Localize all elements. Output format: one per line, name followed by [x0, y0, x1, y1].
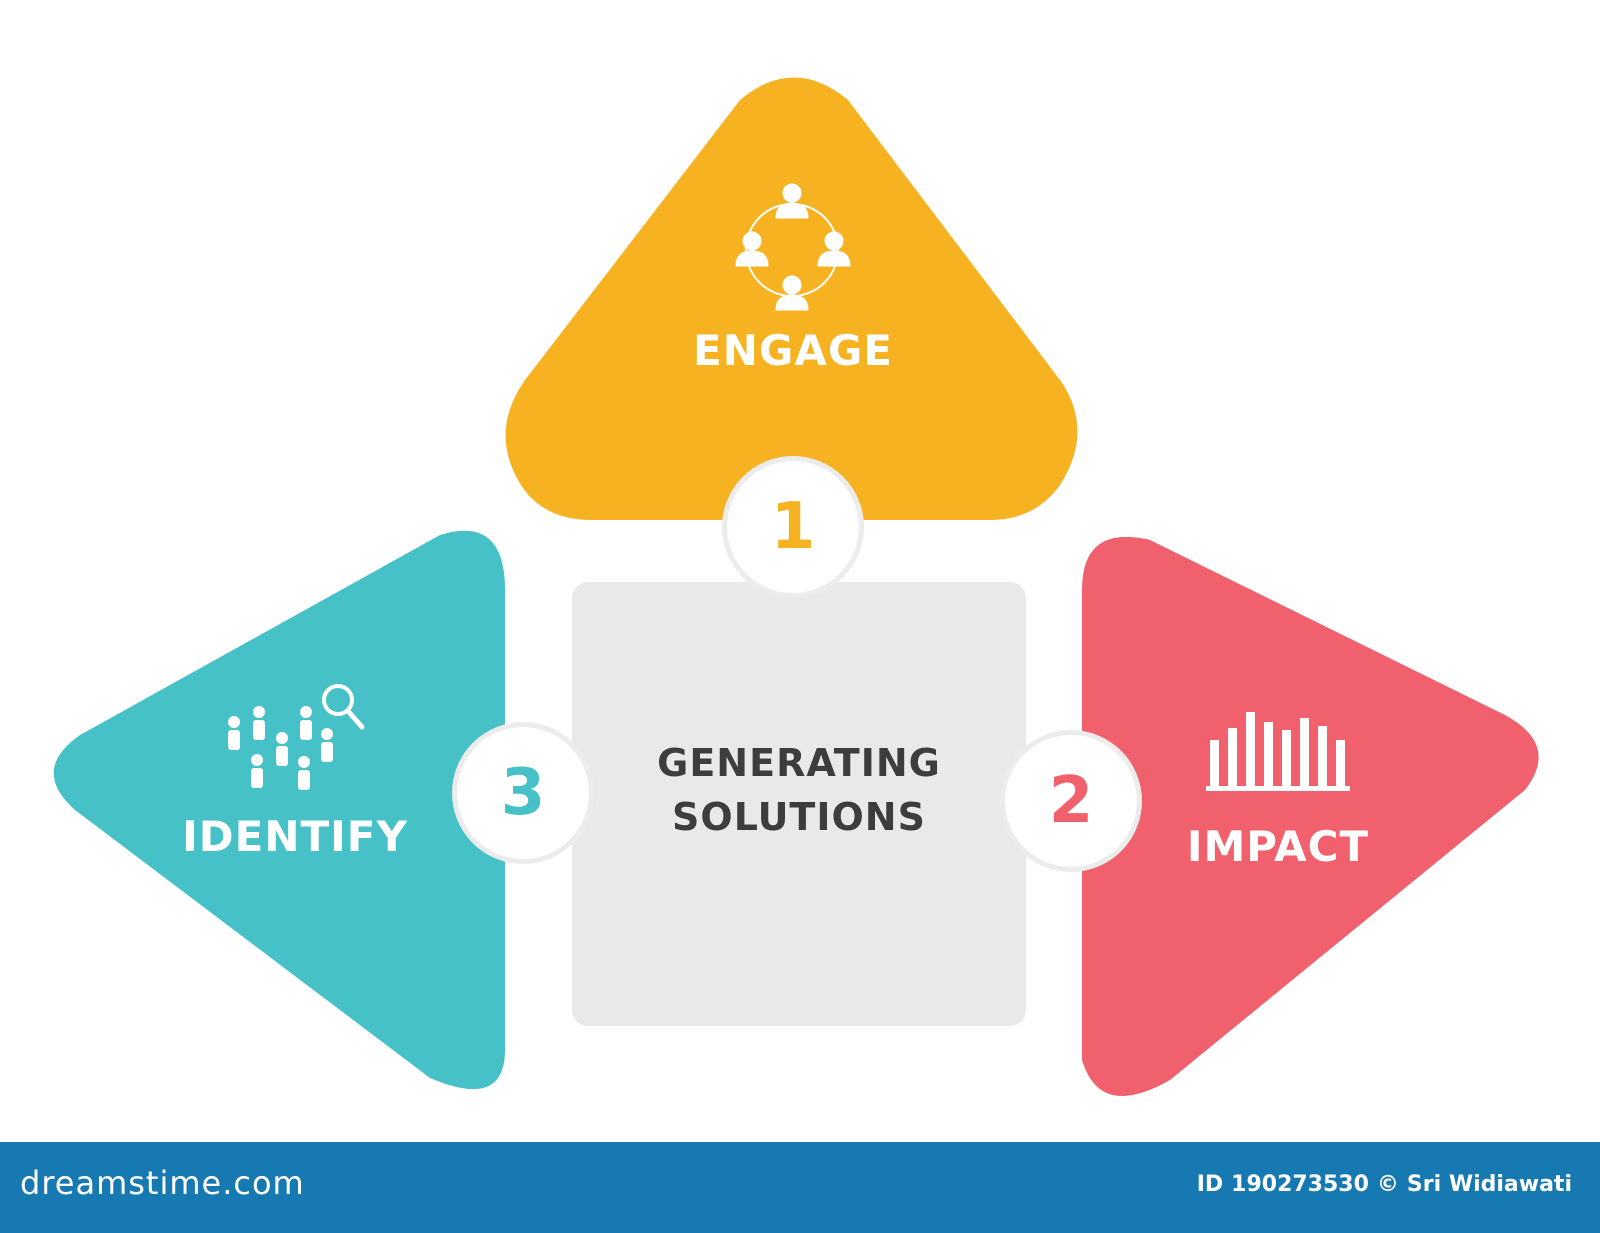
crowd-search-icon	[228, 684, 365, 790]
step-number-1: 1	[722, 456, 864, 598]
identify-label: IDENTIFY	[182, 812, 408, 861]
footer-bar: dreamstime.com ID 190273530 © Sri Widiawati	[0, 1142, 1600, 1233]
center-box	[572, 582, 1026, 1026]
footer-id-value: 190273530	[1231, 1172, 1369, 1197]
engage-label: ENGAGE	[693, 326, 893, 375]
diagram-canvas: ENGAGE IMPACT IDENTIFY GENERATING SOLUTI…	[53, 77, 1539, 1096]
footer-author: Sri Widiawati	[1406, 1172, 1572, 1197]
impact-triangle	[1082, 536, 1539, 1096]
people-circle-icon	[735, 183, 851, 311]
copyright-icon: ©	[1376, 1172, 1399, 1197]
impact-label: IMPACT	[1186, 822, 1370, 871]
footer-id-label: ID	[1196, 1172, 1224, 1197]
bar-chart-icon	[1206, 712, 1350, 791]
step-number-3: 3	[452, 722, 594, 864]
identify-triangle	[53, 530, 506, 1090]
center-title-line1: GENERATING	[657, 741, 941, 785]
center-title-line2: SOLUTIONS	[672, 795, 926, 839]
step-number-2: 2	[1000, 730, 1142, 872]
footer-brand: dreamstime.com	[20, 1164, 305, 1202]
footer-credit: ID 190273530 © Sri Widiawati	[1197, 1172, 1580, 1197]
diagram-shapes	[53, 77, 1539, 1096]
